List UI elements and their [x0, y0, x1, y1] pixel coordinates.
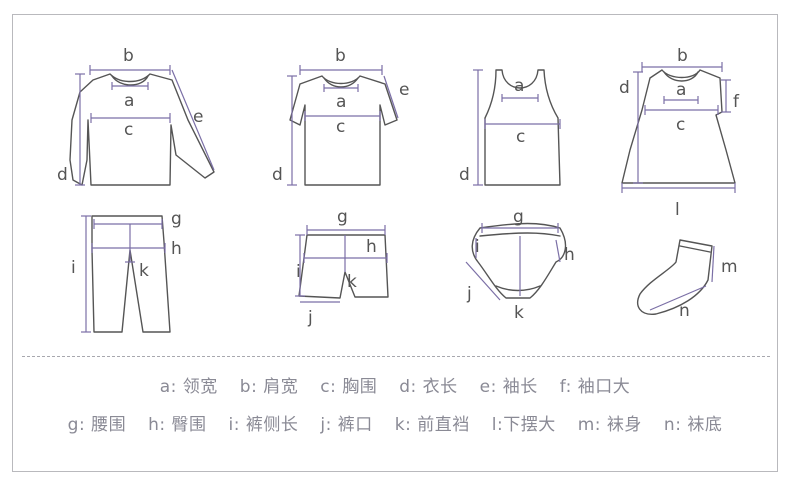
dress-label-l: l — [675, 200, 680, 220]
legend-item: f: 袖口大 — [559, 377, 631, 397]
legend-row-tops: a: 领宽 b: 肩宽 c: 胸围 d: 衣长 e: 袖长 f: 袖口大 — [0, 372, 790, 397]
tshirt-figure: b a c e d — [272, 46, 409, 186]
tank-label-a: a — [514, 76, 524, 96]
shorts-label-k: k — [347, 272, 357, 292]
sock-label-m: m — [721, 257, 738, 277]
legend-item: e: 袖长 — [479, 377, 538, 397]
legend-item: m: 袜身 — [577, 415, 642, 435]
tank-label-c: c — [516, 127, 525, 147]
shirt-label-a: a — [124, 91, 134, 111]
briefs-label-j: j — [466, 284, 472, 304]
tee-label-e: e — [399, 80, 409, 100]
legend-item: k: 前直裆 — [394, 415, 470, 435]
legend-item: c: 胸围 — [320, 377, 378, 397]
sock-label-n: n — [679, 301, 690, 321]
shirt-label-e: e — [193, 107, 203, 127]
legend-item: l:下摆大 — [491, 415, 556, 435]
dress-label-d: d — [619, 78, 630, 98]
tank-top-figure: a c d — [459, 69, 561, 186]
legend-item: n: 袜底 — [663, 415, 723, 435]
shirt-label-d: d — [57, 165, 68, 185]
dress-figure: b d a c f l — [619, 46, 740, 220]
briefs-label-k: k — [514, 303, 524, 323]
briefs-label-g: g — [513, 207, 524, 227]
legend-item: j: 裤口 — [320, 415, 373, 435]
briefs-figure: g i h j k — [465, 207, 575, 323]
pants-label-h: h — [171, 239, 182, 259]
legend-item: h: 臀围 — [148, 415, 207, 435]
sock-figure: m n — [637, 239, 738, 321]
tank-label-d: d — [459, 165, 470, 185]
shorts-label-j: j — [307, 308, 313, 328]
tee-label-b: b — [335, 46, 346, 66]
shorts-label-h: h — [366, 237, 377, 257]
legend-item: i: 裤侧长 — [228, 415, 299, 435]
shorts-label-i: i — [296, 262, 301, 282]
long-sleeve-shirt-figure: b a c e d — [57, 46, 215, 186]
tee-label-d: d — [272, 165, 283, 185]
dress-label-b: b — [677, 46, 688, 66]
legend-item: g: 腰围 — [67, 415, 127, 435]
pants-label-k: k — [139, 261, 149, 281]
legend-row-bottoms: g: 腰围 h: 臀围 i: 裤侧长 j: 裤口 k: 前直裆 l:下摆大 m:… — [0, 410, 790, 435]
dress-label-a: a — [676, 80, 686, 100]
dress-label-f: f — [733, 92, 740, 112]
briefs-label-h: h — [564, 245, 575, 265]
legend-item: d: 衣长 — [399, 377, 458, 397]
shorts-figure: g h i k j — [295, 207, 389, 328]
briefs-label-i: i — [475, 237, 480, 257]
pants-label-i: i — [71, 258, 76, 278]
dress-label-c: c — [676, 115, 685, 135]
long-pants-figure: g h i k — [71, 209, 182, 333]
section-divider — [22, 356, 770, 357]
pants-label-g: g — [171, 209, 182, 229]
tee-label-a: a — [336, 92, 346, 112]
shirt-label-c: c — [124, 120, 133, 140]
diagram-frame — [12, 14, 778, 472]
shorts-label-g: g — [337, 207, 348, 227]
legend-item: a: 领宽 — [159, 377, 218, 397]
shirt-label-b: b — [123, 46, 134, 66]
tee-label-c: c — [336, 117, 345, 137]
legend-item: b: 肩宽 — [239, 377, 299, 397]
